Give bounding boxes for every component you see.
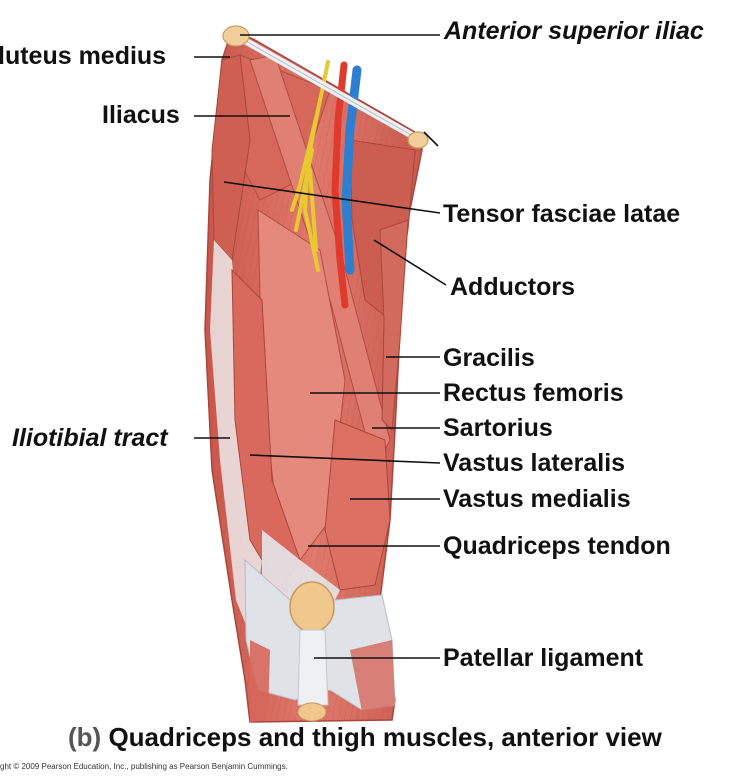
label-vastus-medialis: Vastus medialis [443,485,631,513]
label-quadriceps-tendon: Quadriceps tendon [443,532,671,560]
label-patellar-ligament: Patellar ligament [443,644,644,672]
label-sartorius: Sartorius [443,414,553,442]
label-gluteus-medius: luteus medius [0,42,167,70]
gracilis-muscle [379,219,409,432]
label-iliotibial-tract: Iliotibial tract [12,424,168,452]
caption-text: Quadriceps and thigh muscles, anterior v… [108,722,662,752]
label-gracilis: Gracilis [443,344,535,372]
label-iliacus: Iliacus [102,101,180,129]
tibial-tuberosity [297,702,327,722]
leader-adductors [373,239,447,286]
anterior-superior-iliac-spine [222,25,250,47]
vastus-medialis-muscle [324,419,391,591]
caption-tag: (b) [68,722,102,752]
label-adductors: Adductors [450,273,575,301]
iliotibial-tract-band [210,240,262,640]
label-rectus-femoris: Rectus femoris [443,379,624,407]
leader-lines [194,34,447,659]
leader-vastus-lateralis [249,454,441,464]
leader-anterior-superior-iliac-2 [423,131,439,147]
label-tensor-fasciae-latae: Tensor fasciae latae [443,200,681,228]
label-vastus-lateralis: Vastus lateralis [443,449,626,477]
patellar-ligament [297,629,329,706]
pubic-tubercle [407,131,429,149]
femoral-artery [331,61,349,309]
femoral-nerve [290,60,330,272]
patella [289,581,335,633]
label-anterior-superior-iliac: Anterior superior iliac [444,17,704,45]
copyright-notice: ght © 2009 Pearson Education, Inc., publ… [0,762,288,771]
figure-caption: (b) Quadriceps and thigh muscles, anteri… [68,724,662,750]
leader-tensor-fasciae-latae [223,181,441,214]
lower-leg-muscle-left [250,640,270,722]
